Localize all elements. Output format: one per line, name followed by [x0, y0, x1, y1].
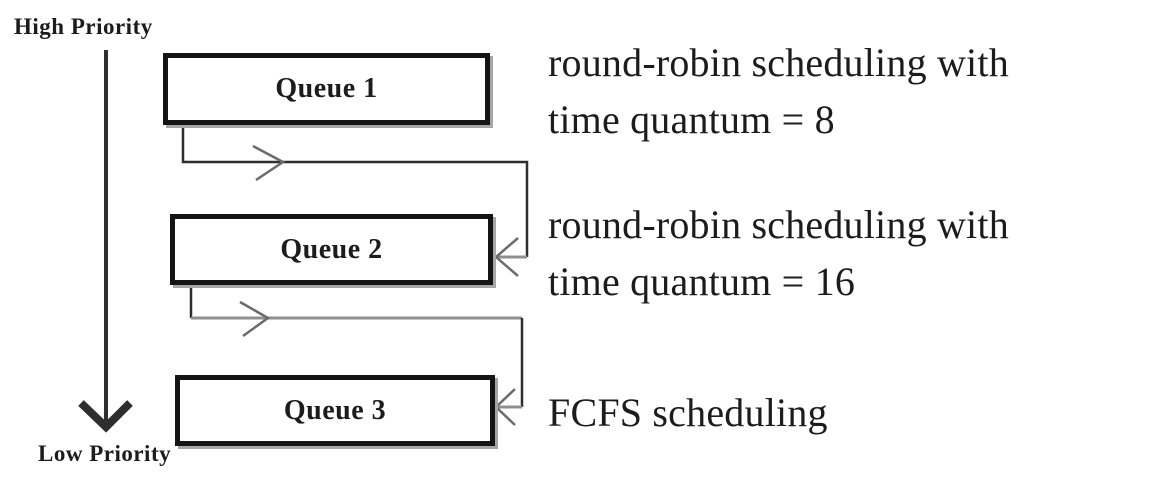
queue-2-policy-text: round-robin scheduling with time quantum…	[548, 196, 1009, 310]
queue-2-policy-line2: time quantum = 16	[548, 259, 856, 304]
high-priority-label: High Priority	[14, 14, 153, 39]
queue-2-policy-line1: round-robin scheduling with	[548, 202, 1009, 247]
demotion-connector-queue2-to-queue3	[189, 285, 524, 426]
queue-1-label: Queue 1	[275, 73, 378, 104]
queue-3-box: Queue 3	[175, 375, 495, 446]
queue-2-box: Queue 2	[170, 214, 493, 285]
queue-1-box: Queue 1	[163, 53, 490, 125]
arrowhead-into-queue3-icon	[494, 388, 516, 426]
arrowhead-into-queue2-icon	[494, 237, 519, 277]
low-priority-label: Low Priority	[38, 441, 172, 466]
queue-3-label: Queue 3	[283, 394, 387, 426]
priority-direction-arrow	[78, 50, 133, 433]
queue-1-policy-line1: round-robin scheduling with	[548, 40, 1009, 85]
queue-3-policy-text: FCFS scheduling	[548, 384, 828, 441]
q1-exit-segment	[181, 125, 529, 257]
queue-3-policy-line1: FCFS scheduling	[548, 390, 828, 435]
queue-1-policy-line2: time quantum = 8	[548, 97, 835, 142]
queue-2-label: Queue 2	[280, 233, 383, 265]
demotion-connector-queue1-to-queue2	[181, 125, 529, 277]
priority-axis-arrowhead-icon	[78, 400, 133, 433]
q2-feedback-chevron-icon	[239, 300, 271, 338]
queue-1-policy-text: round-robin scheduling with time quantum…	[548, 34, 1009, 148]
q1-feedback-chevron-icon	[252, 144, 286, 182]
